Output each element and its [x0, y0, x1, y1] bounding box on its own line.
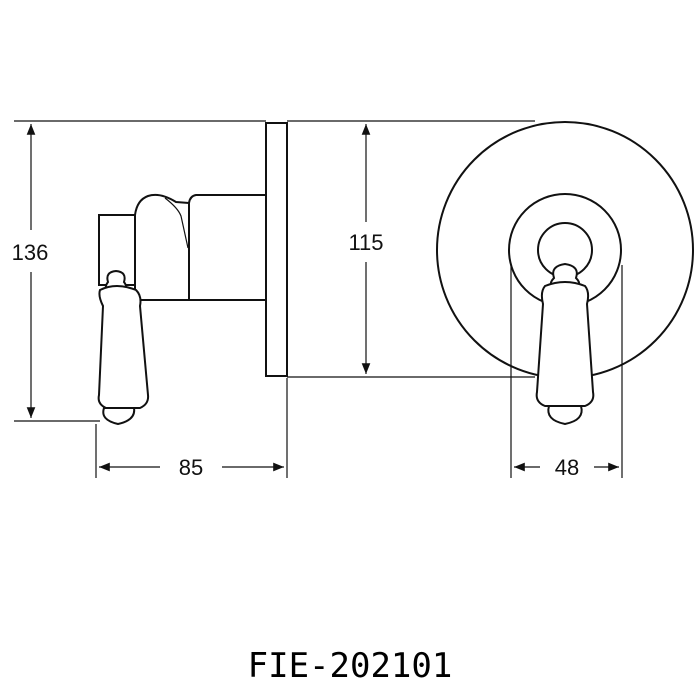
front-view — [436, 121, 694, 426]
lever-handle — [97, 285, 150, 409]
extension-lines — [14, 120, 623, 478]
dimension-plate-height: 115 — [348, 124, 384, 374]
collar-chamfer — [164, 197, 189, 249]
wall-plate — [265, 122, 288, 377]
model-code: FIE-202101 — [248, 646, 453, 686]
front-lever-handle — [535, 281, 595, 407]
dimension-lever-width: 48 — [514, 455, 619, 480]
dimension-overall-height: 136 — [12, 124, 49, 418]
side-view — [97, 122, 288, 426]
projection-label: 85 — [179, 455, 203, 480]
valve-body — [188, 194, 267, 301]
lever-width-label: 48 — [555, 455, 579, 480]
valve-collar — [134, 193, 190, 301]
dimension-projection: 85 — [99, 455, 284, 480]
overall-height-label: 136 — [12, 240, 49, 265]
front-lever-tip — [547, 405, 583, 426]
lever-tip — [102, 407, 136, 426]
plate-height-label: 115 — [348, 230, 383, 255]
